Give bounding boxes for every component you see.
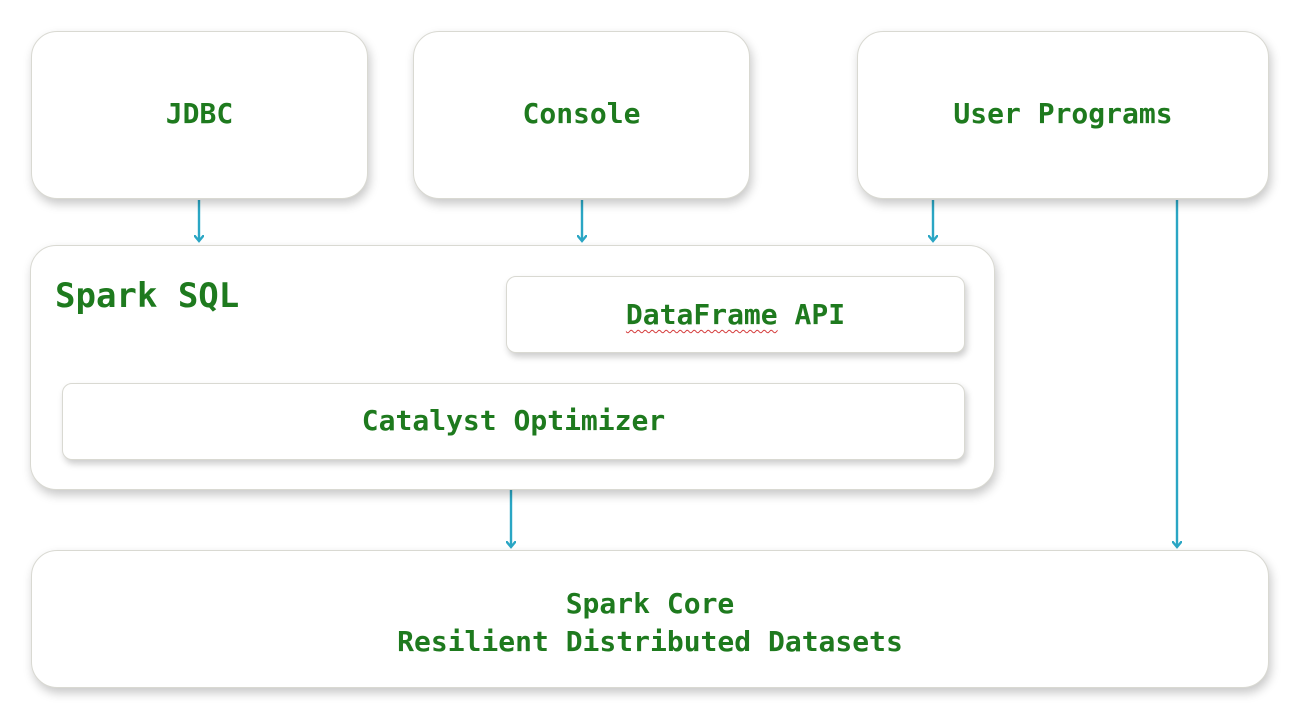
- jdbc-box: JDBC: [31, 31, 368, 199]
- spark-core-box: Spark Core Resilient Distributed Dataset…: [31, 550, 1269, 688]
- console-box: Console: [413, 31, 750, 199]
- spark-sql-box: Spark SQL DataFrame API Catalyst Optimiz…: [30, 245, 995, 490]
- dataframe-word: DataFrame: [625, 298, 778, 331]
- console-label: Console: [522, 96, 641, 130]
- api-word: API: [777, 298, 846, 331]
- spark-core-title: Spark Core: [565, 587, 735, 620]
- spark-sql-title: Spark SQL: [55, 276, 240, 316]
- catalyst-optimizer-box: Catalyst Optimizer: [62, 383, 965, 460]
- user-programs-box: User Programs: [857, 31, 1269, 199]
- dataframe-api-label: DataFrame API: [507, 277, 964, 352]
- user-programs-label: User Programs: [953, 96, 1173, 130]
- jdbc-label: JDBC: [165, 96, 234, 130]
- spark-core-subtitle: Resilient Distributed Datasets: [397, 625, 903, 658]
- catalyst-optimizer-label: Catalyst Optimizer: [361, 404, 666, 437]
- dataframe-api-box: DataFrame API: [506, 276, 965, 353]
